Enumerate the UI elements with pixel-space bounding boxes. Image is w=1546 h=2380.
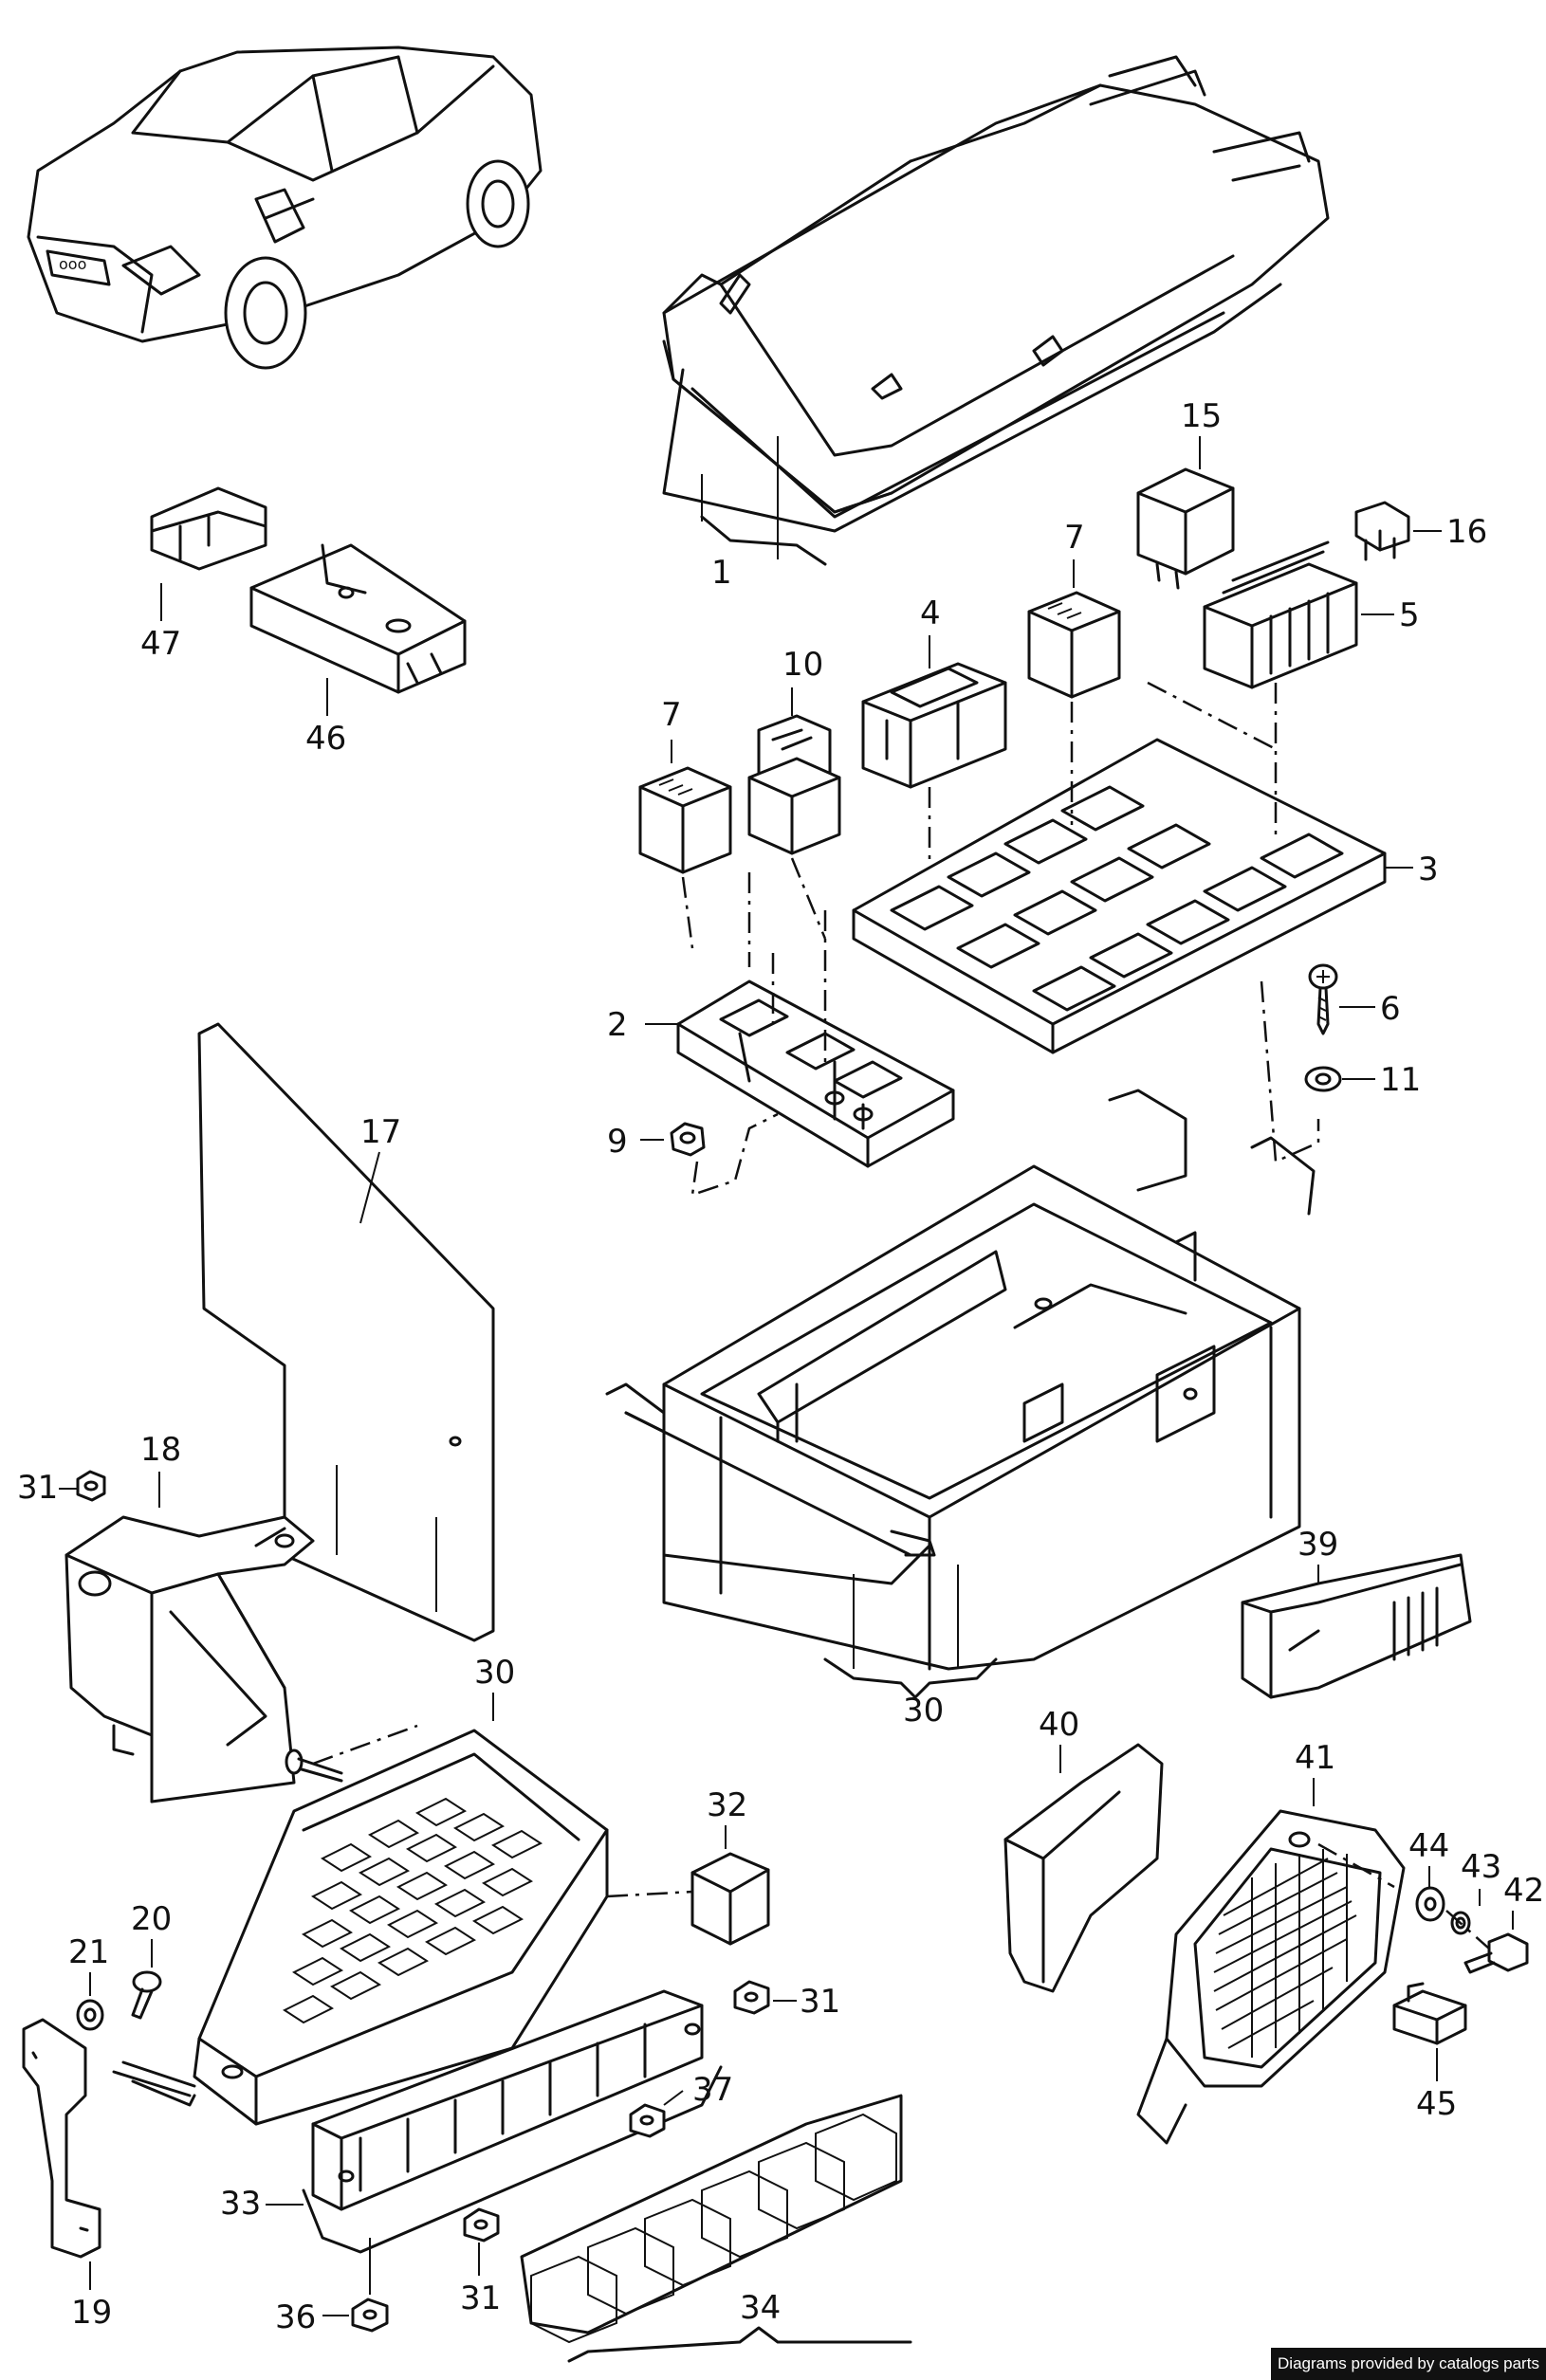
bracket-2	[823, 1657, 998, 1699]
callout-31-c: 31	[460, 2279, 501, 2317]
callout-15: 15	[1181, 397, 1222, 435]
part-33-fuse-strip	[302, 1989, 723, 2254]
part-31-nut-c	[463, 2207, 500, 2243]
part-9-relay-double	[861, 662, 1007, 789]
part-3-screw	[1308, 963, 1338, 1035]
callout-32: 32	[707, 1786, 747, 1824]
part-8-relay-holder	[747, 714, 841, 855]
callout-7-upper: 7	[1064, 519, 1085, 557]
callout-7-lower: 7	[661, 696, 682, 734]
part-7-relay-lower	[638, 766, 732, 874]
callout-1: 1	[711, 554, 732, 592]
part-1-cover-lid	[662, 55, 1330, 559]
vehicle-locator-illustration: ooo	[27, 46, 543, 370]
part-45-fuse	[1392, 1982, 1467, 2045]
callout-2: 30	[903, 1692, 944, 1730]
callout-33: 33	[220, 2185, 261, 2223]
callout-3: 6	[1380, 990, 1401, 1028]
part-11-nut	[670, 1122, 706, 1157]
vehicle-badge: ooo	[59, 255, 86, 273]
part-15-relay	[1136, 467, 1235, 590]
callout-8: 10	[782, 646, 823, 684]
callout-42: 42	[1503, 1872, 1544, 1910]
callout-47: 47	[140, 625, 181, 663]
callout-37: 37	[692, 2071, 733, 2109]
part-40-side-cover	[1003, 1743, 1164, 1993]
part-39-retainer	[1241, 1553, 1472, 1699]
callout-16: 16	[1446, 513, 1487, 551]
callout-43: 43	[1461, 1848, 1501, 1886]
diagram-credit: Diagrams provided by catalogs parts	[1271, 2348, 1546, 2380]
part-18-mounting-bracket	[64, 1515, 315, 1803]
part-44-washer	[1415, 1886, 1445, 1922]
part-30-fuse-carrier	[193, 1729, 609, 2126]
part-42-bolt	[1463, 1932, 1529, 1974]
callout-5: 3	[1418, 851, 1439, 888]
part-46-bracket	[249, 543, 467, 694]
part-6-relay-plate-small	[676, 979, 955, 1168]
callout-40: 40	[1039, 1706, 1079, 1744]
bracket-1	[700, 515, 827, 566]
callout-36: 36	[275, 2298, 316, 2336]
callout-11: 9	[607, 1123, 628, 1161]
bracket-screw	[131, 2079, 196, 2107]
callout-39: 39	[1298, 1526, 1338, 1564]
callout-44: 44	[1408, 1827, 1449, 1865]
part-17-insulation-panel	[197, 1022, 495, 1642]
callout-46: 46	[305, 720, 346, 758]
part-19-holder-bracket	[22, 2018, 196, 2259]
callout-9: 4	[920, 595, 941, 632]
bracket-34	[567, 2326, 912, 2363]
part-5-relay-plate	[852, 738, 1387, 1054]
callout-10: 5	[1399, 596, 1420, 634]
part-20-screw	[131, 1970, 162, 2020]
part-36-nut	[351, 2298, 389, 2333]
callout-31-b: 31	[800, 1983, 840, 2021]
part-37-nut	[629, 2103, 666, 2138]
callout-41: 41	[1295, 1739, 1335, 1777]
part-32-relay	[690, 1852, 770, 1946]
callout-30: 30	[474, 1654, 515, 1692]
part-4-washer	[1304, 1066, 1342, 1092]
part-16-fuse	[1354, 501, 1410, 561]
part-10-fuse-block	[1203, 540, 1358, 689]
callout-17: 17	[360, 1113, 401, 1151]
part-31-nut-a	[76, 1470, 106, 1502]
part-34-relay-set	[520, 2094, 903, 2344]
callout-6: 2	[607, 1006, 628, 1044]
callout-19: 19	[71, 2294, 112, 2332]
callout-20: 20	[131, 1900, 172, 1938]
callout-18: 18	[140, 1431, 181, 1469]
callout-21: 21	[68, 1933, 109, 1971]
callout-31-a: 31	[17, 1469, 58, 1507]
part-47-clip	[150, 486, 267, 571]
part-31-nut-b	[733, 1980, 770, 2015]
callout-45: 45	[1416, 2085, 1457, 2123]
part-7-relay-upper	[1027, 591, 1121, 699]
part-21-washer	[76, 1999, 104, 2031]
part-2-housing-box	[605, 1089, 1316, 1671]
part-18-screw	[285, 1748, 343, 1783]
callout-34: 34	[740, 2289, 781, 2327]
part-41-cover-grille	[1136, 1809, 1406, 2145]
callout-4: 11	[1380, 1061, 1421, 1099]
